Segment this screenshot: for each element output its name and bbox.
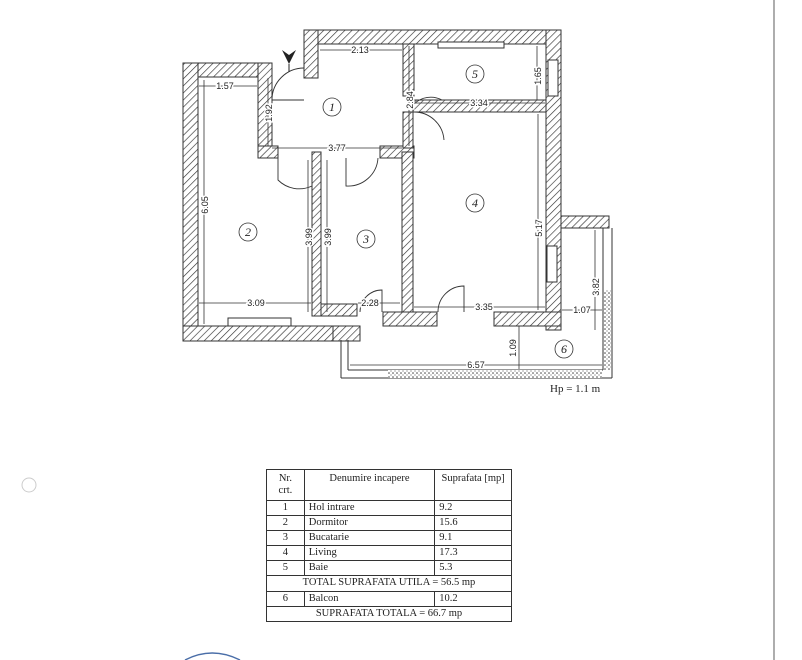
dim-1-92: 1.92 <box>264 104 274 122</box>
row-nr: 1 <box>266 500 305 517</box>
window-living-right <box>546 245 558 283</box>
room-numbers <box>238 64 574 359</box>
dim-3-09: 3.09 <box>247 298 265 308</box>
dim-2-13: 2.13 <box>351 45 369 55</box>
wall-partition-2 <box>401 151 414 313</box>
total-row: SUPRAFATA TOTALA = 66.7 mp <box>266 605 512 622</box>
row-nr: 5 <box>266 560 305 577</box>
dim-1-65: 1.65 <box>533 67 543 85</box>
row-area: 5.3 <box>434 560 512 577</box>
row-area: 15.6 <box>434 515 512 532</box>
header-name: Denumire incapere <box>303 468 436 502</box>
balcony <box>340 228 613 379</box>
room-5-marker <box>465 64 485 84</box>
wall-hall-right <box>402 43 415 97</box>
row-area: 17.3 <box>434 545 512 562</box>
table-row: 4 Living 17.3 <box>266 545 512 562</box>
header-nr: Nr. crt. <box>266 468 305 502</box>
door-kitchen-balcony <box>359 289 383 313</box>
row-area: 9.1 <box>434 530 512 547</box>
room-1-marker <box>322 97 342 117</box>
dim-6-57: 6.57 <box>467 360 485 370</box>
dim-3-35: 3.35 <box>475 302 493 312</box>
table-header-row: Nr. crt. Denumire incapere Suprafata [mp… <box>266 468 512 502</box>
total-area: SUPRAFATA TOTALA = 66.7 mp <box>266 605 512 622</box>
dim-3-34: 3.34 <box>470 98 488 108</box>
row-name: Bucatarie <box>303 530 436 547</box>
dim-2-84: 2.84 <box>405 91 415 109</box>
row-nr: 6 <box>266 590 305 607</box>
area-table: Nr. crt. Denumire incapere Suprafata [mp… <box>266 468 512 622</box>
room-3-marker <box>356 229 376 249</box>
door-living-balcony <box>437 285 465 313</box>
dim-6-05: 6.05 <box>200 196 210 214</box>
room-2-label: 2 <box>245 225 251 239</box>
row-name: Balcon <box>303 590 436 607</box>
dim-2-28: 2.28 <box>361 298 379 308</box>
dim-3-99-b: 3.99 <box>323 228 333 246</box>
dimension-lines <box>199 46 602 369</box>
row-area: 10.2 <box>434 590 512 607</box>
dim-3-77: 3.77 <box>328 143 346 153</box>
wall-partition-1 <box>311 151 322 317</box>
door-kitchen <box>345 157 379 187</box>
wall-bath-left <box>402 111 414 149</box>
dim-1-09: 1.09 <box>508 339 518 357</box>
dim-5-17: 5.17 <box>534 219 544 237</box>
dimension-labels: 2.13 1.57 1.92 2.84 1.65 3.34 3.77 6.05 … <box>199 44 603 372</box>
dim-1-07: 1.07 <box>573 305 591 315</box>
row-nr: 2 <box>266 515 305 532</box>
room-3-label: 3 <box>362 232 369 246</box>
wall-left <box>182 62 199 342</box>
wall-kitchen-bottom-left <box>320 303 358 317</box>
row-name: Baie <box>303 560 436 577</box>
wall-bottom-living <box>493 311 562 327</box>
row-nr: 4 <box>266 545 305 562</box>
table-row: 3 Bucatarie 9.1 <box>266 530 512 547</box>
table-row: 2 Dormitor 15.6 <box>266 515 512 532</box>
door-bath <box>413 96 443 105</box>
header-area: Suprafata [mp] <box>434 468 512 502</box>
door-entrance <box>271 67 305 101</box>
room-5-label: 5 <box>472 67 478 81</box>
door-bedroom <box>277 152 313 190</box>
row-nr: 3 <box>266 530 305 547</box>
door-living <box>413 111 445 141</box>
table-row: 5 Baie 5.3 <box>266 560 512 577</box>
row-name: Hol intrare <box>303 500 436 517</box>
window-bath-right <box>547 59 559 97</box>
stamp-arc <box>184 652 241 660</box>
dim-1-57: 1.57 <box>216 81 234 91</box>
window-bedroom <box>227 317 292 327</box>
walls <box>182 29 610 342</box>
dim-3-82: 3.82 <box>591 278 601 296</box>
room-4-marker <box>465 193 485 213</box>
room-6-marker <box>554 339 574 359</box>
window-bath <box>437 41 505 49</box>
row-area: 9.2 <box>434 500 512 517</box>
table-row: 1 Hol intrare 9.2 <box>266 500 512 517</box>
dim-3-99-a: 3.99 <box>304 228 314 246</box>
total-utila: TOTAL SUPRAFATA UTILA = 56.5 mp <box>266 575 512 592</box>
room-2-marker <box>238 222 258 242</box>
room-6-label: 6 <box>561 342 567 356</box>
wall-bottom-left <box>182 325 334 342</box>
ceiling-height: Hp = 1.1 m <box>550 383 601 395</box>
table-row: 6 Balcon 10.2 <box>266 590 512 607</box>
wall-balcony-top <box>560 215 610 229</box>
room-1-label: 1 <box>329 100 335 114</box>
balcony-floor-dots <box>388 370 602 378</box>
wall-bottom-kitchen <box>382 311 438 327</box>
room-4-label: 4 <box>472 196 478 210</box>
row-name: Dormitor <box>303 515 436 532</box>
punch-hole <box>21 477 37 493</box>
row-name: Living <box>303 545 436 562</box>
wall-notch <box>303 29 319 79</box>
wall-bottom-mid <box>332 325 361 342</box>
total-utila-row: TOTAL SUPRAFATA UTILA = 56.5 mp <box>266 575 512 592</box>
entry-arrow-icon <box>282 50 296 64</box>
